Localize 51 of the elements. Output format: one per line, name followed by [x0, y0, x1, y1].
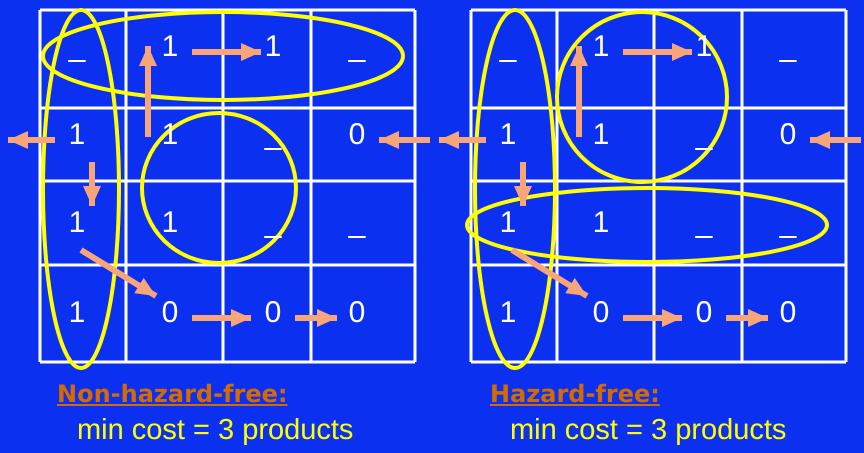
cell-value: 0	[335, 118, 379, 162]
cell-value: 1	[579, 118, 623, 162]
cell-value: _	[486, 30, 530, 74]
cell-value: _	[682, 206, 726, 250]
arrow	[192, 43, 261, 61]
caption-heading: Non-hazard-free:	[57, 380, 288, 408]
arrow	[623, 43, 692, 61]
arrow	[623, 309, 682, 327]
arrow	[726, 309, 768, 327]
cell-value: 0	[251, 296, 295, 340]
arrow	[439, 131, 486, 149]
arrow	[79, 247, 158, 299]
cell-value: 0	[766, 296, 810, 340]
cell-value: 1	[148, 206, 192, 250]
cell-value: 1	[148, 30, 192, 74]
cell-value: _	[251, 206, 295, 250]
cell-value: 1	[486, 296, 530, 340]
cost-note: min cost = 3 products	[77, 414, 354, 447]
arrow	[192, 309, 251, 327]
arrow	[8, 131, 55, 149]
cell-value: 0	[335, 296, 379, 340]
cell-value: _	[682, 118, 726, 162]
cell-value: _	[251, 118, 295, 162]
cell-value: 1	[55, 206, 99, 250]
cell-value: _	[55, 30, 99, 74]
arrow	[514, 162, 532, 206]
arrow	[810, 131, 861, 149]
arrow	[510, 247, 589, 299]
cell-value: 1	[55, 118, 99, 162]
arrow	[570, 46, 588, 137]
cell-value: 1	[579, 206, 623, 250]
cell-value: _	[766, 30, 810, 74]
cell-value: 0	[682, 296, 726, 340]
cell-value: 1	[486, 206, 530, 250]
arrow	[139, 46, 157, 137]
cell-value: 0	[579, 296, 623, 340]
caption-heading: Hazard-free:	[490, 380, 660, 408]
arrow	[295, 309, 337, 327]
cell-value: 0	[766, 118, 810, 162]
cell-value: _	[335, 206, 379, 250]
cell-value: _	[766, 206, 810, 250]
cell-value: 1	[55, 296, 99, 340]
arrow	[83, 162, 101, 206]
cost-note: min cost = 3 products	[510, 414, 786, 447]
cell-value: 1	[682, 30, 726, 74]
cell-value: 1	[486, 118, 530, 162]
arrow	[379, 131, 430, 149]
cell-value: _	[335, 30, 379, 74]
cell-value: 1	[579, 30, 623, 74]
cell-value: 1	[251, 30, 295, 74]
cell-value: 0	[148, 296, 192, 340]
